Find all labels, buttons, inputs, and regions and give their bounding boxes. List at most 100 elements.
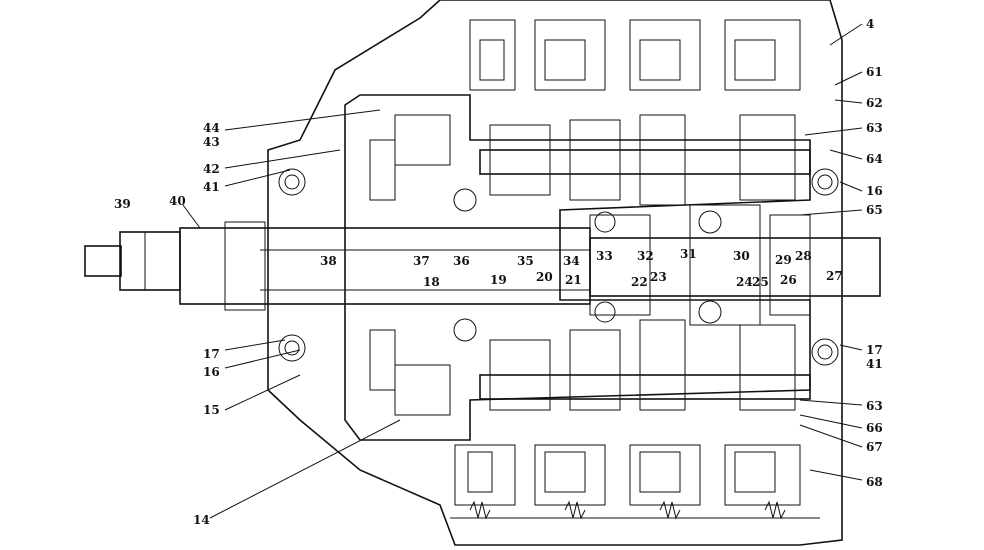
label-20: 20 — [536, 270, 553, 284]
label-42: 42 — [203, 162, 220, 176]
bearing-lower-left — [278, 334, 306, 362]
upper-countershaft-gear-b — [569, 119, 621, 201]
housing-inner-cavity — [344, 94, 811, 441]
bearing-output-upper — [698, 210, 722, 234]
label-40: 40 — [169, 194, 186, 208]
housing-upper-outline — [267, 0, 843, 546]
clutch-plates-3 — [639, 39, 681, 81]
upper-input-piston — [369, 139, 396, 201]
label-23: 23 — [650, 270, 667, 284]
clutch-plates-2 — [544, 39, 586, 81]
label-19: 19 — [490, 273, 507, 287]
input-yoke — [84, 231, 181, 291]
output-gear-2 — [769, 214, 811, 316]
countershafts — [479, 114, 811, 411]
label-16-top: 16 — [866, 184, 883, 198]
label-44: 44 — [203, 121, 220, 135]
shaft-spline — [224, 221, 266, 311]
label-34: 34 — [563, 254, 580, 268]
upper-countershaft-gear-c — [639, 114, 686, 206]
bearing-output-lower — [698, 300, 722, 324]
lower-clutch-plates-1 — [467, 451, 493, 493]
bearing-lower-left-ball — [284, 340, 300, 356]
lower-clutch-packs — [450, 444, 820, 520]
clutch-pack-4 — [724, 19, 801, 91]
bearing-center-lower — [594, 301, 616, 323]
label-21: 21 — [565, 273, 582, 287]
clutch-pack-3 — [629, 19, 701, 91]
label-4: 4 — [866, 17, 874, 31]
output-gear-1 — [689, 204, 761, 326]
output-shaft-hub — [589, 214, 651, 316]
label-35: 35 — [517, 254, 534, 268]
label-39: 39 — [114, 197, 131, 211]
label-32: 32 — [637, 249, 654, 263]
bearing-center-upper — [594, 211, 616, 233]
yoke-body — [119, 231, 181, 291]
label-43: 43 — [203, 135, 220, 149]
upper-countershaft — [479, 149, 811, 175]
label-31: 31 — [680, 247, 697, 261]
label-41-top: 41 — [203, 180, 220, 194]
label-66: 66 — [866, 421, 883, 435]
upper-clutch-packs — [469, 19, 801, 91]
lower-clutch-plates-3 — [639, 451, 681, 493]
bearing-upper-left — [278, 168, 306, 196]
label-22: 22 — [631, 275, 648, 289]
yoke-tip — [84, 245, 122, 277]
lower-countershaft-gear-b — [569, 329, 621, 411]
label-26: 26 — [780, 273, 797, 287]
label-63-top: 63 — [866, 121, 883, 135]
label-24: 24 — [736, 275, 753, 289]
clutch-pack-1 — [469, 19, 516, 91]
bearing-upper-right-ball — [817, 174, 833, 190]
label-17-right: 17 — [866, 343, 883, 357]
bearings — [278, 168, 839, 366]
label-63-bottom: 63 — [866, 399, 883, 413]
lower-countershaft-gear-d — [739, 324, 796, 411]
label-68: 68 — [866, 475, 883, 489]
label-14: 14 — [193, 513, 210, 527]
lower-clutch-pack-1 — [454, 444, 516, 506]
input-clutch — [369, 114, 451, 416]
upper-input-clutch — [394, 114, 451, 166]
lower-input-clutch — [394, 364, 451, 416]
label-64: 64 — [866, 152, 883, 166]
lower-countershaft — [479, 374, 811, 400]
label-29: 29 — [775, 253, 792, 267]
label-28: 28 — [795, 249, 812, 263]
lower-input-piston — [369, 329, 396, 391]
upper-countershaft-gear-a — [489, 124, 551, 196]
label-62: 62 — [866, 96, 883, 110]
label-67: 67 — [866, 440, 883, 454]
label-15: 15 — [203, 403, 220, 417]
housing — [267, 0, 843, 546]
bearing-upper-left-ball — [284, 174, 300, 190]
bearing-upper-right — [811, 168, 839, 196]
lower-countershaft-gear-a — [489, 339, 551, 411]
label-65: 65 — [866, 203, 883, 217]
lower-countershaft-gear-c — [639, 319, 686, 411]
bearing-lower-right-ball — [817, 344, 833, 360]
label-18: 18 — [423, 275, 440, 289]
upper-countershaft-gear-d — [739, 114, 796, 201]
bearing-lower-right — [811, 338, 839, 366]
label-33: 33 — [596, 249, 613, 263]
clutch-plates-1 — [479, 39, 505, 81]
leader-lines — [182, 23, 863, 519]
label-25: 25 — [752, 275, 769, 289]
lower-clutch-plates-4 — [734, 451, 776, 493]
clutch-pack-2 — [534, 19, 606, 91]
label-37: 37 — [413, 254, 430, 268]
lower-springs — [469, 500, 786, 520]
bearing-mid-upper — [453, 188, 477, 212]
main-shaft — [179, 204, 881, 326]
lower-clutch-plates-2 — [544, 451, 586, 493]
label-30: 30 — [733, 249, 750, 263]
label-41-right: 41 — [866, 357, 883, 371]
label-36: 36 — [453, 254, 470, 268]
label-16-left: 16 — [203, 365, 220, 379]
bearing-mid-lower — [453, 318, 477, 342]
part-labels: 4 61 62 63 64 16 65 44 43 42 41 39 40 38… — [114, 17, 883, 527]
